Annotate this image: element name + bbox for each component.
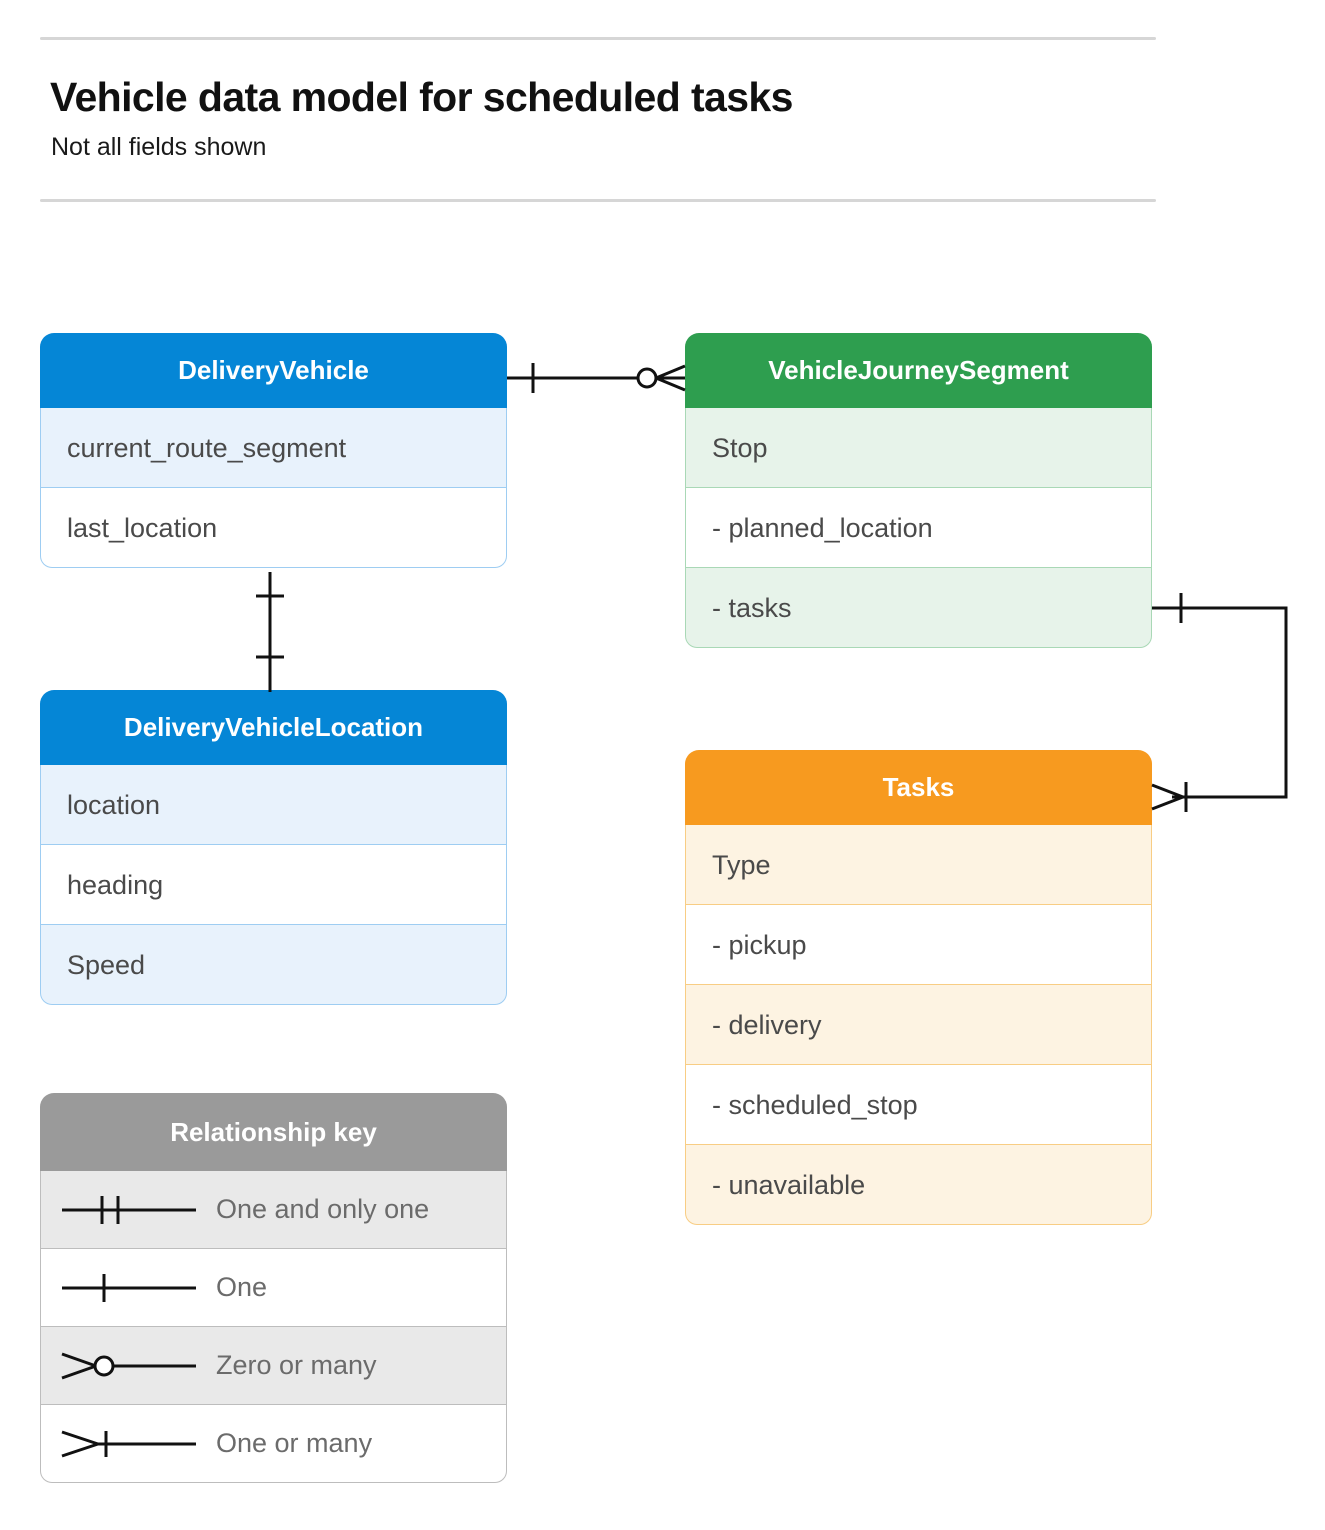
entity-tasks[interactable]: Tasks Type - pickup - delivery - schedul… — [685, 750, 1152, 1225]
entity-vehicle-journey-segment[interactable]: VehicleJourneySegment Stop - planned_loc… — [685, 333, 1152, 648]
entity-row: current_route_segment — [40, 408, 507, 488]
entity-tasks-title: Tasks — [685, 750, 1152, 825]
entity-row: - delivery — [685, 985, 1152, 1065]
page-subtitle: Not all fields shown — [51, 133, 267, 161]
legend-label: Zero or many — [216, 1350, 377, 1380]
entity-delivery-vehicle-location-title: DeliveryVehicleLocation — [40, 690, 507, 765]
one-and-only-one-icon — [41, 1190, 216, 1230]
entity-row: - scheduled_stop — [685, 1065, 1152, 1145]
entity-delivery-vehicle-location[interactable]: DeliveryVehicleLocation location heading… — [40, 690, 507, 1005]
entity-row: - tasks — [685, 568, 1152, 648]
legend-row-zero-or-many: Zero or many — [40, 1327, 507, 1405]
legend-title: Relationship key — [40, 1093, 507, 1171]
entity-row: last_location — [40, 488, 507, 568]
relationship-key-legend: Relationship key One and only one One — [40, 1093, 507, 1483]
legend-label: One or many — [216, 1428, 373, 1458]
legend-row-one-and-only-one: One and only one — [40, 1171, 507, 1249]
entity-row: Stop — [685, 408, 1152, 488]
one-icon — [41, 1268, 216, 1308]
entity-row: Type — [685, 825, 1152, 905]
entity-vehicle-journey-segment-title: VehicleJourneySegment — [685, 333, 1152, 408]
legend-row-one: One — [40, 1249, 507, 1327]
header-divider-top — [40, 37, 1156, 40]
legend-label: One — [216, 1272, 268, 1302]
page-title: Vehicle data model for scheduled tasks — [50, 74, 793, 120]
connector-vehiclejourneysegment-tasks — [1151, 593, 1288, 812]
entity-row: Speed — [40, 925, 507, 1005]
entity-row: - unavailable — [685, 1145, 1152, 1225]
entity-row: location — [40, 765, 507, 845]
legend-row-one-or-many: One or many — [40, 1405, 507, 1483]
connector-deliveryvehicle-vehiclejourneysegment — [507, 363, 686, 393]
entity-row: heading — [40, 845, 507, 925]
entity-row: - planned_location — [685, 488, 1152, 568]
zero-or-many-icon — [41, 1346, 216, 1386]
entity-delivery-vehicle[interactable]: DeliveryVehicle current_route_segment la… — [40, 333, 507, 568]
header-divider-bottom — [40, 199, 1156, 202]
entity-row: - pickup — [685, 905, 1152, 985]
legend-label: One and only one — [216, 1194, 430, 1224]
connector-deliveryvehicle-deliveryvehiclelocation — [256, 572, 284, 692]
entity-delivery-vehicle-title: DeliveryVehicle — [40, 333, 507, 408]
one-or-many-icon — [41, 1424, 216, 1464]
